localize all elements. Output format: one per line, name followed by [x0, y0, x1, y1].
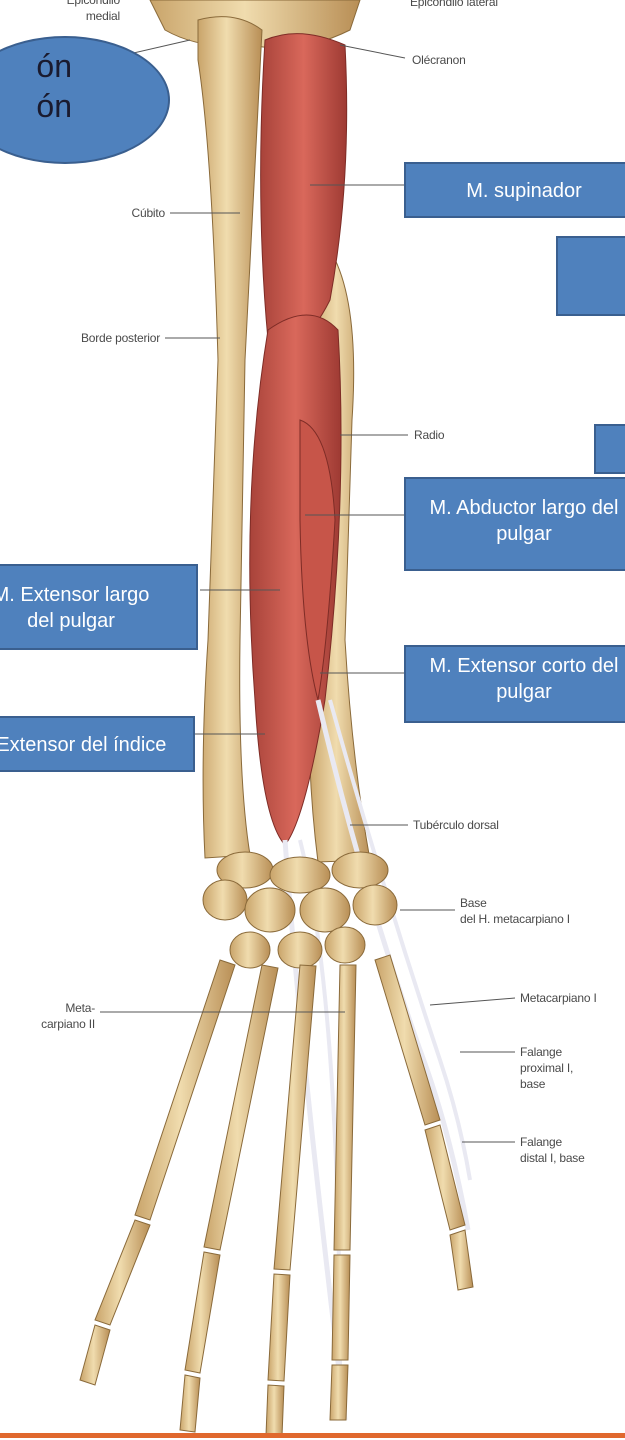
- label-falange-distal: Falange distal I, base: [520, 1134, 620, 1166]
- callout-abductor-largo: M. Abductor largo del pulgar: [404, 477, 625, 571]
- label-base-metacarpiano: Base del H. metacarpiano I: [460, 895, 625, 927]
- ulna-bone: [198, 17, 262, 858]
- callout-supinador: M. supinador: [404, 162, 625, 218]
- label-radio: Radio: [414, 427, 444, 443]
- label-borde-posterior: Borde posterior: [40, 330, 160, 346]
- callout-blank-2: [594, 424, 625, 474]
- callout-extensor-indice: M. Extensor del índice: [0, 716, 195, 772]
- title-oval-text: ón ón: [0, 46, 72, 126]
- callout-extensor-corto: M. Extensor corto del pulgar: [404, 645, 625, 723]
- label-tuberculo-dorsal: Tubérculo dorsal: [413, 817, 499, 833]
- callout-blank-1: [556, 236, 625, 316]
- label-cubito: Cúbito: [100, 205, 165, 221]
- label-epicondilo-lateral: Epicóndilo lateral: [410, 0, 570, 10]
- label-metacarpiano-ii: Meta- carpiano II: [20, 1000, 95, 1032]
- label-falange-proximal: Falange proximal I, base: [520, 1044, 620, 1092]
- label-epicondilo-medial: Epicóndilo medial: [40, 0, 120, 24]
- label-olecranon: Olécranon: [412, 52, 466, 68]
- carpal-bones: [203, 852, 397, 968]
- callout-extensor-largo: M. Extensor largo del pulgar: [0, 564, 198, 650]
- bottom-accent-rule: [0, 1433, 625, 1438]
- label-metacarpiano-i: Metacarpiano I: [520, 990, 625, 1006]
